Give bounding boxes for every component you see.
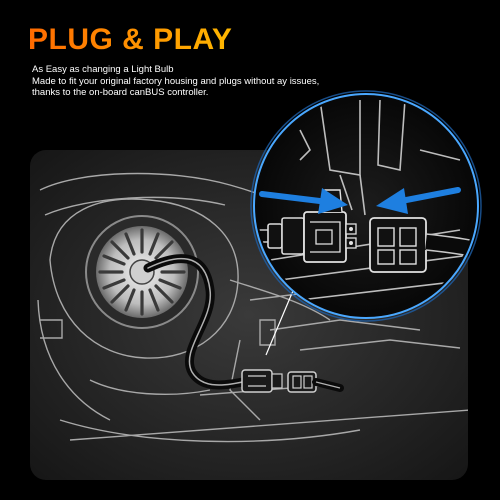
led-bulb-fan-icon: [85, 215, 199, 329]
zoom-leader-line: [265, 285, 296, 356]
description-line-2: Made to fit your original factory housin…: [32, 75, 320, 87]
arrow-right-icon: [259, 188, 348, 214]
connector-small-left: [241, 369, 283, 393]
connector-small-right: [287, 371, 344, 393]
headline: PLUG & PLAY: [28, 23, 233, 56]
bulb-cable: [143, 254, 257, 390]
description-line-3: thanks to the on-board canBUS controller…: [32, 87, 209, 98]
description: As Easy as changing a Light Bulb Made to…: [32, 64, 472, 99]
magnifier-circle: [250, 90, 482, 322]
arrow-left-icon: [376, 187, 461, 214]
connector-female-zoom: [369, 217, 475, 273]
description-line-1: As Easy as changing a Light Bulb: [32, 64, 174, 75]
